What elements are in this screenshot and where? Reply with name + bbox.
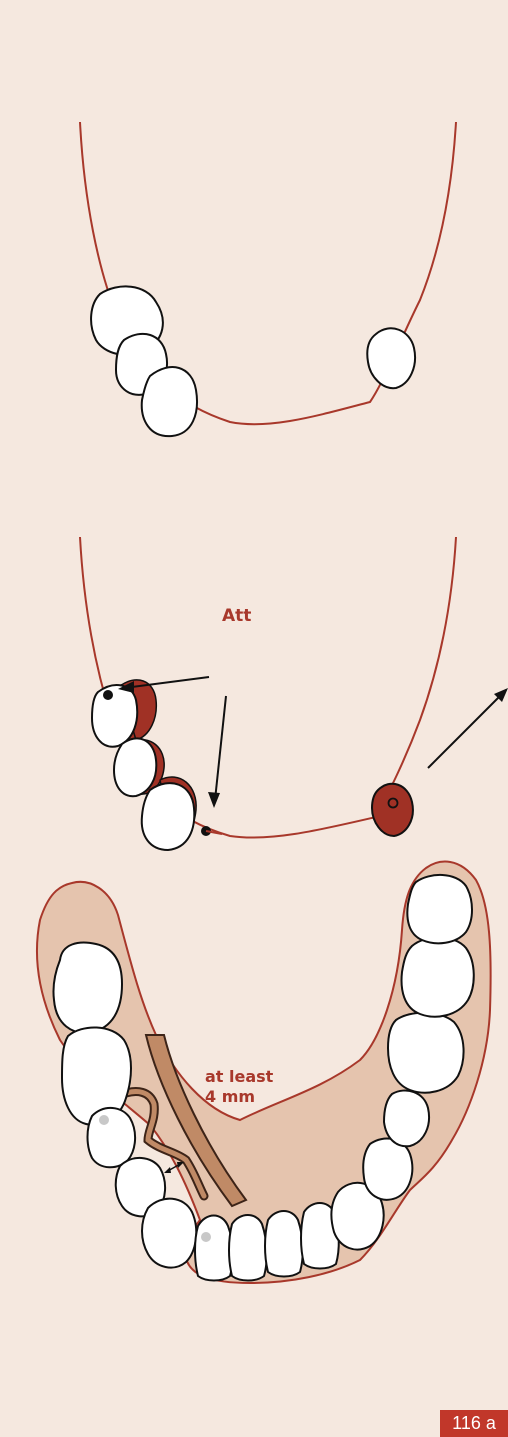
tooth-right-molar-2 xyxy=(402,937,474,1016)
tooth-right-premolar-1 xyxy=(363,1139,412,1200)
panel-2-attachments: Att xyxy=(80,537,508,850)
tooth-left-premolar-1 xyxy=(88,1108,136,1167)
tooth-left-canine xyxy=(142,1199,196,1268)
tooth-left-molar-1 xyxy=(53,943,122,1033)
abutment-tooth-2 xyxy=(114,738,156,796)
tooth-incisor-3 xyxy=(265,1211,303,1277)
clearance-label-line2: 4 mm xyxy=(205,1087,255,1106)
panel-1-residual-dentition xyxy=(80,122,456,436)
arrowhead-lower-icon xyxy=(208,792,220,808)
figure-number-badge: 116 a xyxy=(440,1410,508,1437)
tooth-molar-right xyxy=(367,328,415,388)
tooth-canine xyxy=(142,367,197,436)
tooth-right-molar-3 xyxy=(407,875,472,943)
abutment-tooth-1 xyxy=(92,685,137,747)
rest-seat-marker-1 xyxy=(99,1115,109,1125)
abutment-tooth-3 xyxy=(142,783,195,850)
tooth-right-molar-1 xyxy=(388,1013,464,1093)
tooth-incisor-2 xyxy=(229,1215,267,1281)
arrow-right xyxy=(428,690,506,768)
rest-seat-marker-2 xyxy=(201,1232,211,1242)
tooth-incisor-1 xyxy=(195,1216,233,1281)
panel-3-partial-denture: at least 4 mm xyxy=(37,862,491,1283)
attachment-label: Att xyxy=(222,606,251,626)
arrow-lower xyxy=(215,696,226,800)
tooth-right-premolar-2 xyxy=(384,1090,429,1146)
clearance-label-line1: at least xyxy=(205,1067,274,1086)
solitary-molar-attachment xyxy=(372,784,413,836)
attachment-point-upper xyxy=(103,690,113,700)
